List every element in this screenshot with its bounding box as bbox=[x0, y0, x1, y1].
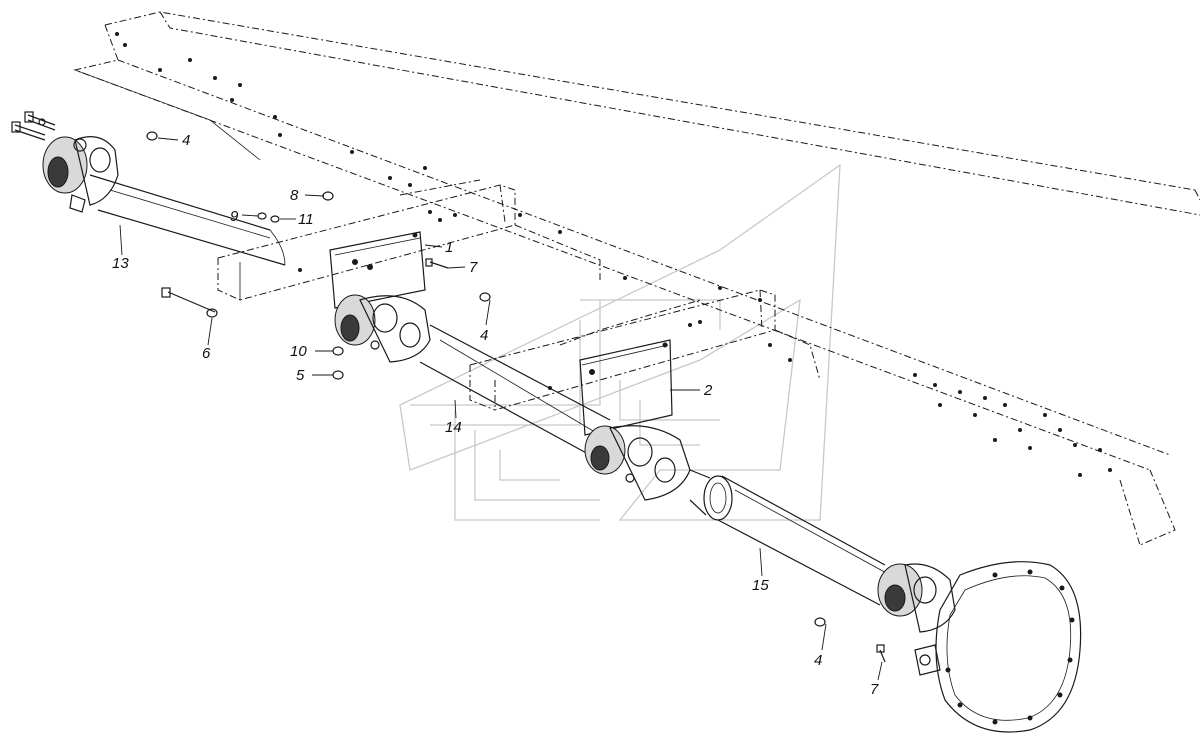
fastener-washer-11 bbox=[270, 215, 280, 223]
label-part-11: 11 bbox=[298, 211, 314, 228]
label-part-2: 2 bbox=[703, 382, 713, 399]
fastener-nut-4b bbox=[479, 292, 491, 302]
fastener-washer-9 bbox=[257, 212, 267, 220]
fastener-nut-8 bbox=[322, 191, 334, 201]
label-part-4-rear: 4 bbox=[814, 652, 822, 669]
label-part-1: 1 bbox=[445, 239, 453, 256]
fastener-bolt-7a bbox=[425, 258, 449, 269]
label-part-4-middle: 4 bbox=[480, 327, 488, 344]
fastener-bolt-6 bbox=[161, 287, 218, 318]
propeller-shaft-14 bbox=[419, 324, 611, 456]
label-part-14: 14 bbox=[445, 419, 462, 436]
label-part-4-front: 4 bbox=[182, 132, 190, 149]
label-part-9: 9 bbox=[230, 208, 239, 225]
frame-rivet-holes bbox=[115, 32, 1112, 477]
universal-joint-middle-1 bbox=[334, 294, 431, 363]
label-part-7-lower: 7 bbox=[870, 681, 879, 698]
universal-joint-rear bbox=[877, 563, 956, 633]
universal-joint-front bbox=[42, 136, 119, 213]
fastener-bolt-7b bbox=[876, 644, 886, 663]
label-part-7-upper: 7 bbox=[469, 259, 478, 276]
support-bracket-1 bbox=[329, 231, 426, 309]
frame-side-member bbox=[73, 11, 1200, 546]
fastener-nut-4a bbox=[146, 131, 158, 141]
part-labels: 4 13 8 9 11 1 7 6 4 10 5 2 14 15 4 7 bbox=[112, 132, 879, 698]
cross-member-front bbox=[217, 179, 601, 301]
universal-joint-middle-2 bbox=[584, 425, 691, 501]
support-bracket-2 bbox=[579, 339, 673, 436]
watermark-logo bbox=[399, 163, 841, 521]
label-part-5: 5 bbox=[296, 367, 305, 384]
propeller-shaft-13 bbox=[89, 174, 286, 266]
label-part-8: 8 bbox=[290, 187, 299, 204]
label-part-6: 6 bbox=[202, 345, 211, 362]
fastener-washer-10 bbox=[332, 346, 344, 356]
label-part-13: 13 bbox=[112, 255, 129, 272]
leader-lines bbox=[119, 137, 883, 681]
fastener-nut-4c bbox=[814, 617, 826, 627]
propeller-shaft-15 bbox=[689, 469, 891, 606]
cross-member-rear bbox=[469, 289, 821, 411]
axle-housing-cover bbox=[914, 561, 1082, 733]
fastener-nut-5 bbox=[332, 370, 344, 380]
label-part-10: 10 bbox=[290, 343, 307, 360]
label-part-15: 15 bbox=[752, 577, 769, 594]
bolt-set-front bbox=[11, 111, 56, 141]
